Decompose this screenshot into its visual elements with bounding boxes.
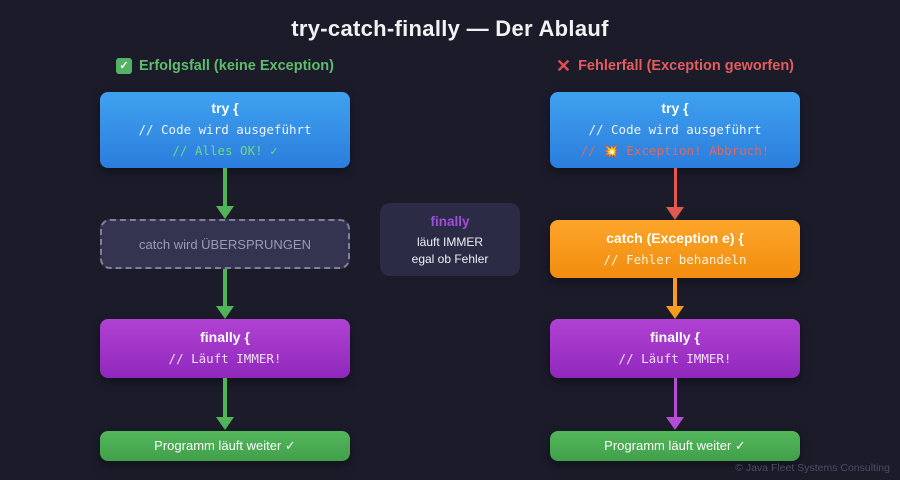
- arrow-shaft: [223, 378, 227, 417]
- arrow-catch-to-finally: [666, 278, 684, 319]
- arrow-try-to-catch: [666, 168, 684, 220]
- right-catch-block: catch (Exception e) { // Fehler behandel…: [550, 220, 800, 278]
- left-try-line1: // Code wird ausgeführt: [138, 122, 312, 138]
- arrow-skip-to-finally: [216, 269, 234, 319]
- arrow-shaft: [673, 278, 677, 306]
- success-column-header: ✓ Erfolgsfall (keine Exception): [95, 56, 355, 76]
- arrow-head: [666, 306, 684, 319]
- right-end-label: Programm läuft weiter ✓: [604, 438, 746, 453]
- note-line1: läuft IMMER: [416, 234, 483, 249]
- finally-note-box: finally läuft IMMER egal ob Fehler: [380, 203, 520, 276]
- note-title: finally: [430, 213, 470, 229]
- arrow-finally-to-end-right: [666, 378, 684, 430]
- right-try-line1: // Code wird ausgeführt: [588, 122, 762, 138]
- left-try-block: try { // Code wird ausgeführt // Alles O…: [100, 92, 350, 168]
- right-end-block: Programm läuft weiter ✓: [550, 431, 800, 461]
- success-header-label: Erfolgsfall (keine Exception): [139, 58, 334, 74]
- note-line2: egal ob Fehler: [411, 251, 489, 266]
- left-try-line2: // Alles OK! ✓: [172, 143, 278, 158]
- arrow-head: [666, 207, 684, 220]
- left-end-label: Programm läuft weiter ✓: [154, 438, 296, 453]
- arrow-try-to-skip: [216, 168, 234, 219]
- left-end-block: Programm läuft weiter ✓: [100, 431, 350, 461]
- left-catch-skipped-block: catch wird ÜBERSPRUNGEN: [100, 219, 350, 269]
- right-try-title: try {: [661, 100, 689, 117]
- arrow-shaft: [673, 378, 677, 417]
- check-icon: ✓: [116, 58, 132, 74]
- left-finally-title: finally {: [200, 329, 250, 346]
- left-finally-block: finally { // Läuft IMMER!: [100, 319, 350, 378]
- right-finally-line1: // Läuft IMMER!: [618, 351, 732, 367]
- arrow-shaft: [223, 168, 227, 206]
- copyright-watermark: © Java Fleet Systems Consulting: [735, 462, 890, 474]
- right-catch-title: catch (Exception e) {: [606, 229, 744, 246]
- error-header-label: Fehlerfall (Exception geworfen): [578, 58, 794, 74]
- arrow-shaft: [223, 269, 227, 306]
- right-try-line2: // 💥 Exception! Abbruch!: [580, 143, 770, 158]
- left-try-title: try {: [211, 100, 239, 117]
- arrow-head: [666, 417, 684, 430]
- arrow-shaft: [673, 168, 677, 207]
- right-finally-block: finally { // Läuft IMMER!: [550, 319, 800, 378]
- arrow-head: [216, 306, 234, 319]
- cross-icon: ✕: [555, 56, 572, 76]
- arrow-head: [216, 206, 234, 219]
- error-column-header: ✕ Fehlerfall (Exception geworfen): [545, 56, 805, 76]
- right-finally-title: finally {: [650, 329, 700, 346]
- right-try-block: try { // Code wird ausgeführt // 💥 Excep…: [550, 92, 800, 168]
- right-catch-line1: // Fehler behandeln: [603, 251, 747, 267]
- arrow-head: [216, 417, 234, 430]
- arrow-finally-to-end-left: [216, 378, 234, 430]
- left-finally-line1: // Läuft IMMER!: [168, 351, 282, 367]
- page-title: try-catch-finally — Der Ablauf: [291, 16, 609, 41]
- catch-skipped-label: catch wird ÜBERSPRUNGEN: [139, 236, 311, 252]
